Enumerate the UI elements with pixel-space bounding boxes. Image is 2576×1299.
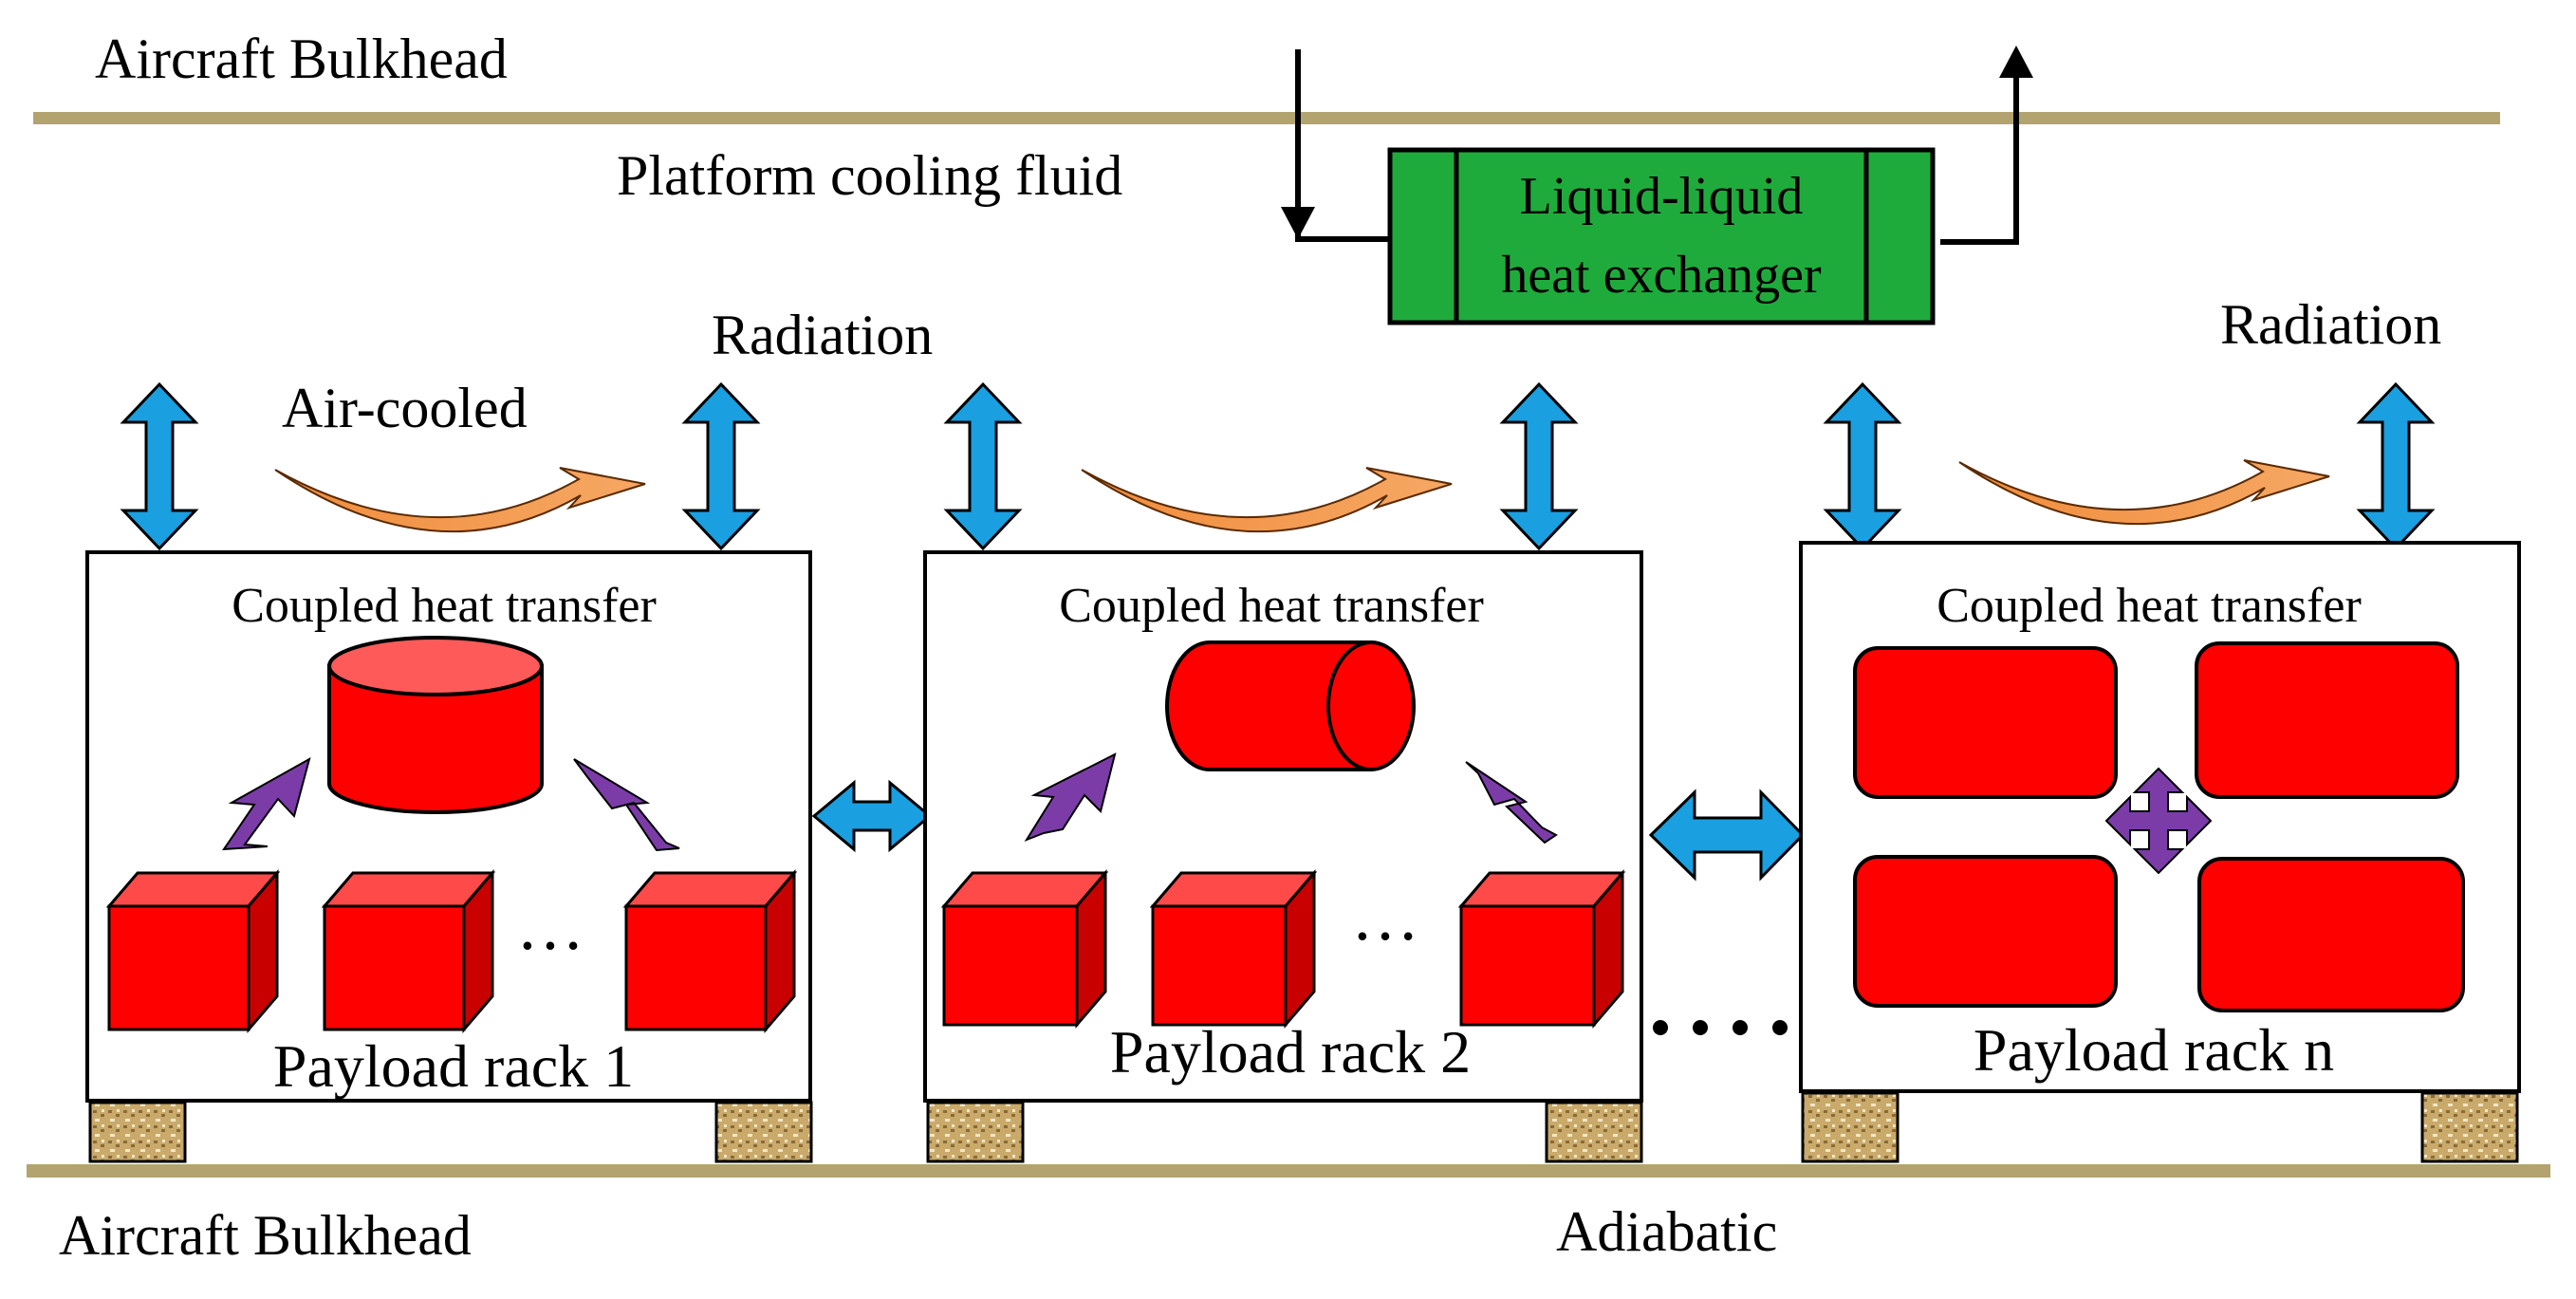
air-flow-arrow	[1958, 459, 2330, 526]
horizontal-cylinder	[1165, 640, 1416, 771]
radiation-label-left: Radiation	[712, 304, 933, 366]
rack-support	[1545, 1101, 1643, 1163]
radiation-label-right: Radiation	[2220, 293, 2441, 356]
coolant-outlet-pipe	[1940, 74, 2019, 245]
coupled-heat-transfer-label: Coupled heat transfer	[232, 579, 657, 633]
payload-rack-1: Coupled heat transfer … Payload rack	[85, 550, 813, 1163]
vertical-cylinder	[327, 636, 544, 814]
payload-panel	[2195, 641, 2459, 799]
payload-cube	[1457, 868, 1626, 1030]
radiation-arrow	[1823, 381, 1902, 551]
adiabatic-label: Adiabatic	[1556, 1200, 1777, 1263]
payload-rack-label: Payload rack 2	[1110, 1018, 1471, 1086]
air-flow-arrow	[1081, 467, 1453, 533]
payload-cube	[321, 868, 496, 1034]
air-flow-arrow	[274, 467, 646, 533]
coolant-outlet-arrowhead	[1999, 46, 2033, 78]
rack-support	[714, 1101, 813, 1163]
four-way-heat-arrow	[2104, 767, 2213, 875]
rack-conduction-arrow	[811, 779, 933, 853]
internal-heat-arrow	[1024, 752, 1117, 843]
payload-rack-label: Payload rack n	[1974, 1016, 2334, 1084]
heat-exchanger-label-line2: heat exchanger	[1501, 246, 1822, 305]
payload-panel	[1853, 646, 2118, 799]
air-flow-arrows	[274, 459, 2330, 533]
internal-heat-arrow	[573, 758, 680, 852]
internal-heat-arrow	[1465, 761, 1558, 844]
rack-conduction-arrow	[1648, 789, 1806, 881]
heat-exchanger: Liquid-liquid heat exchanger	[1387, 147, 1936, 325]
bulkhead-top-label: Aircraft Bulkhead	[95, 28, 508, 90]
radiation-arrow	[120, 381, 199, 551]
payload-panel	[2197, 857, 2465, 1012]
rack-support	[926, 1101, 1025, 1163]
radiation-arrow	[681, 381, 761, 551]
payload-cube	[1149, 868, 1318, 1030]
heat-transfer-arrows	[222, 756, 680, 852]
bottom-bulkhead	[27, 1164, 2550, 1178]
payload-rack-n: Coupled heat transfer Payload rack n	[1799, 541, 2521, 1163]
platform-fluid-label: Platform cooling fluid	[617, 144, 1122, 207]
heat-transfer-arrows	[1024, 752, 1558, 844]
coupled-heat-transfer-label: Coupled heat transfer	[1937, 579, 2362, 633]
radiation-arrow	[1499, 381, 1579, 551]
payload-rack-2: Coupled heat transfer … Payload rack 2	[923, 550, 1643, 1163]
radiation-arrow	[2356, 381, 2436, 551]
ellipsis: …	[1351, 879, 1419, 955]
bulkhead-bottom-label: Aircraft Bulkhead	[59, 1204, 472, 1267]
payload-rack-label: Payload rack 1	[273, 1032, 634, 1100]
rack-support	[88, 1101, 187, 1163]
payload-cube	[105, 868, 281, 1034]
rack-support	[2420, 1091, 2519, 1163]
air-cooled-label: Air-cooled	[282, 377, 528, 439]
rack-ellipsis-dots	[1653, 1020, 1788, 1035]
payload-cube	[940, 868, 1109, 1030]
rounded-components	[1853, 641, 2465, 1012]
payload-panel	[1853, 855, 2118, 1008]
top-bulkhead	[33, 112, 2500, 124]
radiation-arrow	[943, 381, 1023, 551]
ellipsis: …	[516, 888, 584, 964]
payload-cube	[622, 868, 798, 1034]
internal-heat-arrow	[222, 756, 311, 851]
coolant-inlet-arrowhead	[1281, 207, 1315, 239]
coupled-heat-transfer-label: Coupled heat transfer	[1059, 579, 1484, 633]
heat-exchanger-label-line1: Liquid-liquid	[1520, 167, 1804, 226]
rack-support	[1801, 1091, 1900, 1163]
